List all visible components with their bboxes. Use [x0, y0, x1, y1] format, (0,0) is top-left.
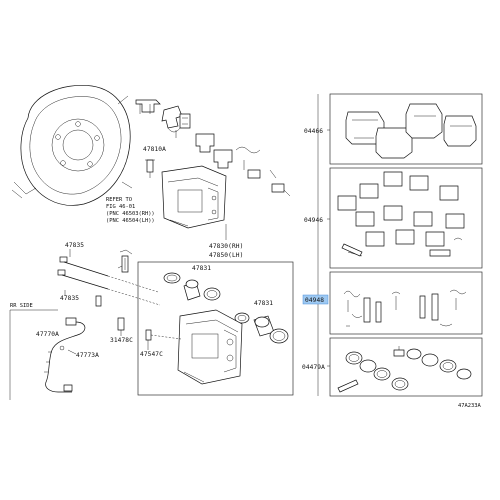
- caliper-mount-drawing: [161, 165, 227, 229]
- cylinder-kit-drawing: [337, 346, 472, 393]
- label-sensor-clip: 47773A: [76, 352, 99, 359]
- label-rr-side: RR SIDE: [10, 303, 33, 309]
- pad-kit-frame: [329, 93, 483, 165]
- refer-note-line-2: FIG 46-01: [106, 204, 135, 210]
- bleeder-plug-drawing: [145, 329, 182, 350]
- sensor-wire-drawing: [44, 317, 86, 393]
- label-slide-pin-lower: 47835: [60, 295, 79, 302]
- fitting-kit-highlight: [302, 294, 329, 305]
- label-backing-plate: 47810A: [143, 146, 166, 153]
- bleeder-drawing: [117, 317, 125, 336]
- refer-note-line-1: REFER TO: [106, 197, 132, 203]
- label-bleeder: 31478C: [110, 337, 133, 344]
- label-bleeder-plug: 47547C: [140, 351, 163, 358]
- label-pad-kit: 04466: [304, 128, 323, 135]
- label-cylinder-kit: 04479A: [302, 364, 325, 371]
- label-slide-pin-upper: 47835: [65, 242, 84, 249]
- diagram-code: 47A233A: [458, 403, 481, 409]
- pad-springs-drawing: [135, 99, 291, 197]
- slide-pin-upper-drawing: [59, 256, 159, 293]
- label-sensor: 47770A: [36, 331, 59, 338]
- piston-drawing: [163, 272, 221, 301]
- caliper-body-drawing: [177, 309, 243, 385]
- bolt-drawing: [145, 159, 155, 178]
- refer-note-line-3: (PNC 46503(RH)): [106, 211, 155, 217]
- cylinder-kit-frame: [329, 337, 483, 397]
- label-seal: 47831: [254, 300, 273, 307]
- label-caliper-rh: 47830(RH): [209, 243, 243, 250]
- backing-plate-drawing: [11, 84, 133, 206]
- pin-boot-drawing: [117, 249, 133, 273]
- fitting-kit-frame: [329, 271, 483, 335]
- label-caliper-lh: 47850(LH): [209, 252, 243, 259]
- label-fitting-kit[interactable]: 04948: [305, 297, 324, 304]
- caliper-group-frame: [137, 261, 294, 396]
- label-shim-kit: 04946: [304, 217, 323, 224]
- label-piston: 47831: [192, 265, 211, 272]
- shim-kit-frame: [329, 167, 483, 269]
- fitting-kit-drawing: [343, 289, 467, 327]
- seal-drawing: [234, 312, 289, 344]
- pad-kit-drawing: [345, 103, 477, 159]
- slide-pin-lower-drawing: [57, 269, 161, 307]
- refer-note: REFER TO FIG 46-01 (PNC 46503(RH)) (PNC …: [106, 197, 155, 224]
- refer-note-line-4: (PNC 46504(LH)): [106, 218, 155, 224]
- shim-kit-drawing: [337, 171, 465, 257]
